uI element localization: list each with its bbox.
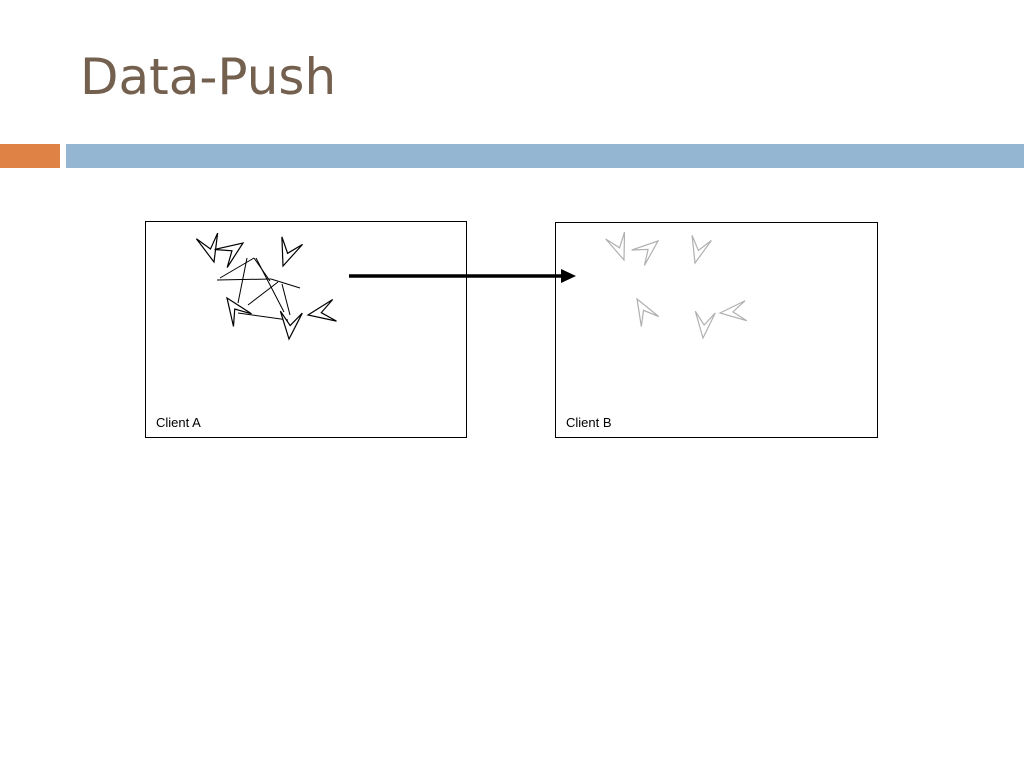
client-b-object-5 bbox=[718, 300, 748, 322]
client-a-object-4 bbox=[226, 296, 252, 327]
client-b-object-3 bbox=[691, 235, 712, 265]
client-a-objects bbox=[195, 232, 337, 341]
client-a-object-5 bbox=[306, 298, 337, 322]
client-b-object-1 bbox=[605, 231, 626, 262]
client-a-connections bbox=[216, 257, 301, 321]
client-a-object-6 bbox=[279, 310, 303, 341]
client-a-connection-6 bbox=[247, 281, 279, 306]
push-arrow-head bbox=[561, 269, 576, 283]
client-a-object-2 bbox=[214, 242, 245, 268]
client-b-object-4 bbox=[636, 297, 660, 327]
client-a-connection-1 bbox=[216, 278, 272, 281]
client-a-connection-4 bbox=[237, 257, 248, 304]
client-b-object-6 bbox=[694, 310, 716, 340]
client-a-connection-7 bbox=[281, 283, 291, 316]
client-b-object-2 bbox=[631, 239, 660, 266]
client-a-box: Client A bbox=[145, 221, 467, 438]
client-a-connection-8 bbox=[237, 312, 289, 321]
accent-bar-blue bbox=[66, 144, 1024, 168]
client-b-label: Client B bbox=[566, 415, 612, 430]
client-a-connection-5 bbox=[255, 257, 285, 313]
accent-bar-orange bbox=[0, 144, 60, 168]
client-a-label: Client A bbox=[156, 415, 201, 430]
client-a-object-1 bbox=[195, 232, 219, 264]
client-a-connection-9 bbox=[270, 278, 301, 289]
slide-title: Data-Push bbox=[80, 48, 337, 106]
client-b-objects bbox=[605, 231, 748, 340]
client-a-object-3 bbox=[281, 236, 304, 268]
push-arrow bbox=[349, 269, 576, 283]
client-b-box: Client B bbox=[555, 222, 878, 438]
client-a-connection-2 bbox=[219, 257, 255, 279]
